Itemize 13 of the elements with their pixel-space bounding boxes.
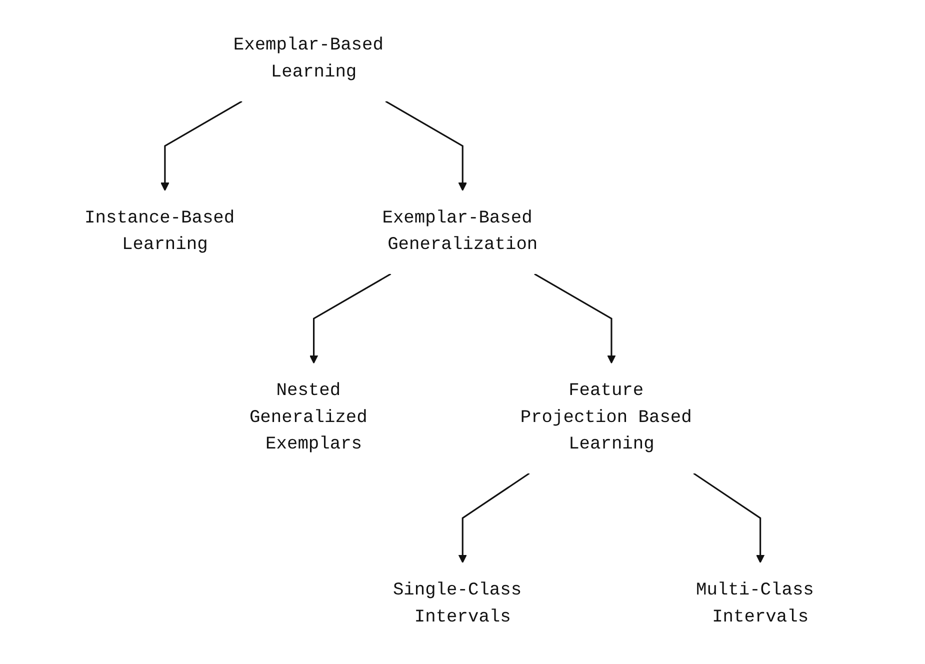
node-text: Feature Projection Based Learning	[520, 381, 692, 455]
node-text: Instance-Based Learning	[84, 208, 234, 256]
arrow	[458, 472, 530, 564]
arrow	[534, 273, 616, 364]
arrow	[309, 273, 392, 364]
arrow	[160, 100, 242, 191]
arrow	[693, 472, 765, 564]
node-text: Exemplar-Based Generalization	[382, 208, 538, 256]
node-text: Exemplar-Based Learning	[233, 36, 384, 82]
node-text: Nested Generalized Exemplars	[249, 381, 368, 455]
node-text: Multi-Class Intervals	[696, 580, 814, 628]
node-text: Single-Class Intervals	[392, 580, 522, 628]
arrow	[385, 100, 467, 191]
